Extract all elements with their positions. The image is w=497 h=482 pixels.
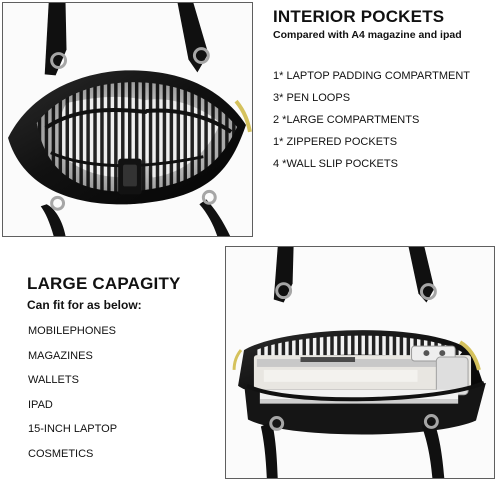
interior-pockets-subtitle: Compared with A4 magazine and ipad xyxy=(273,29,462,41)
interior-pocket-item-4: 1* ZIPPERED POCKETS xyxy=(273,136,398,148)
capacity-item-5: 15-INCH LAPTOP xyxy=(28,423,118,435)
interior-pockets-photo xyxy=(2,2,253,237)
filled-bag-image xyxy=(226,247,494,478)
capacity-item-3: WALLETS xyxy=(28,374,79,386)
capacity-items-list: MOBILEPHONES MAGAZINES WALLETS IPAD 15-I… xyxy=(28,324,117,471)
capacity-item-6: COSMETICS xyxy=(28,447,94,460)
open-bag-interior-image xyxy=(3,3,252,236)
large-capacity-photo xyxy=(225,246,495,479)
interior-pocket-item-1: 1* LAPTOP PADDING COMPARTMENT xyxy=(273,70,471,82)
interior-pockets-title: INTERIOR POCKETS xyxy=(273,7,445,26)
interior-pocket-item-5: 4 *WALL SLIP POCKETS xyxy=(273,158,398,170)
interior-pockets-list: 1* LAPTOP PADDING COMPARTMENT 3* PEN LOO… xyxy=(273,69,470,179)
interior-pocket-item-2: 3* PEN LOOPS xyxy=(273,92,351,104)
capacity-item-2: MAGAZINES xyxy=(28,349,93,362)
large-capacity-subtitle: Can fit for as below: xyxy=(27,298,142,312)
capacity-item-4: IPAD xyxy=(28,398,53,411)
large-capacity-title: LARGE CAPAGITY xyxy=(27,274,181,293)
interior-pocket-item-3: 2 *LARGE COMPARTMENTS xyxy=(273,114,420,126)
capacity-item-1: MOBILEPHONES xyxy=(28,325,117,337)
